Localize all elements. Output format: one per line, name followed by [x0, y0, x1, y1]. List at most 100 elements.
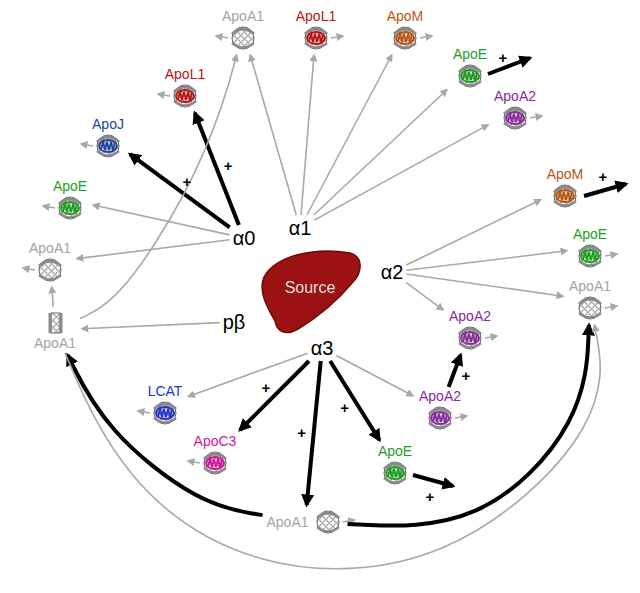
subspecies-name: pβ — [223, 311, 246, 333]
protein-name: ApoA1 — [29, 241, 71, 256]
protein-name: ApoE — [378, 444, 412, 459]
transfer-arrow — [314, 90, 447, 215]
transfer-arrow — [406, 200, 540, 265]
clearance-arrow — [138, 411, 150, 413]
lipoprotein-particle: ApoM — [545, 167, 586, 209]
promotion-sign: + — [183, 174, 192, 189]
clearance-arrow — [23, 268, 35, 270]
transfer-arrow — [307, 361, 321, 505]
lipoprotein-particle: ApoE — [451, 47, 489, 89]
subspecies-name: α2 — [381, 261, 404, 283]
transfer-arrow — [406, 251, 567, 270]
transfer-arrow — [188, 353, 307, 396]
protein-name: ApoM — [387, 9, 424, 24]
clearance-arrow — [43, 206, 55, 208]
particle-icon — [379, 460, 411, 486]
lipoprotein-particle: ApoJ — [90, 117, 126, 159]
promotion-sign: + — [461, 368, 470, 383]
transfer-arrow — [52, 287, 53, 307]
protein-name: ApoA1 — [569, 279, 611, 294]
promotion-sign: + — [499, 50, 508, 65]
particle-icon — [312, 509, 344, 535]
particle-icon — [169, 83, 201, 109]
particle-icon — [389, 25, 421, 51]
particle-icon — [34, 257, 66, 283]
protein-name: ApoA2 — [449, 309, 491, 324]
particle-icon — [454, 63, 486, 89]
clearance-arrow — [420, 36, 432, 38]
promoting-arrows — [413, 58, 626, 486]
promotion-sign: + — [297, 424, 306, 439]
subspecies-label: α0 — [232, 227, 257, 249]
protein-name: ApoC3 — [194, 434, 237, 449]
transfer-arrow — [406, 283, 443, 310]
transfer-arrow — [301, 55, 314, 215]
clearance-arrow — [605, 254, 617, 256]
transfer-arrow — [307, 55, 392, 215]
subspecies-label: α1 — [288, 217, 313, 239]
particle-icon — [454, 325, 486, 351]
particle-icon — [92, 133, 124, 159]
protein-name: ApoM — [547, 167, 584, 182]
liver-source: Source — [258, 247, 362, 335]
transfer-arrow — [336, 356, 413, 396]
clearance-arrows — [23, 36, 617, 522]
protein-name: ApoL1 — [165, 67, 205, 82]
transfer-arrow — [65, 325, 600, 569]
particle-icon — [424, 405, 456, 431]
clearance-arrow — [455, 416, 467, 418]
subspecies-name: α3 — [311, 337, 334, 359]
outflow-arrow — [584, 184, 626, 196]
particle-icon — [300, 25, 332, 51]
particle-icon — [39, 310, 71, 336]
protein-name: ApoE — [453, 47, 487, 62]
protein-name: ApoA1 — [34, 336, 76, 351]
protein-name: ApoA2 — [494, 89, 536, 104]
lipoprotein-particle: ApoA1 — [220, 9, 266, 51]
particle-icon — [574, 295, 606, 321]
promotion-sign: + — [224, 157, 233, 172]
outflow-arrow — [488, 58, 530, 74]
transfer-arrow — [67, 355, 262, 515]
transfer-arrow — [250, 55, 296, 215]
protein-name: LCAT — [148, 384, 183, 399]
protein-name: ApoA2 — [419, 389, 461, 404]
protein-name: ApoJ — [92, 117, 124, 132]
particle-icon — [499, 105, 531, 131]
outflow-arrow — [413, 475, 453, 486]
transfer-arrow — [77, 240, 230, 259]
subspecies-label: pβ — [222, 311, 247, 333]
particle-icon — [549, 183, 581, 209]
promotion-sign: + — [262, 380, 271, 395]
subspecies-name: α0 — [233, 227, 256, 249]
lipoprotein-particle: LCAT — [146, 384, 185, 426]
subspecies-label: α2 — [380, 261, 405, 283]
transfer-arrow — [330, 361, 379, 440]
clearance-arrow — [485, 336, 497, 338]
particle-icon — [227, 25, 259, 51]
source-label: Source — [285, 280, 336, 295]
clearance-arrow — [331, 36, 343, 38]
clearance-arrow — [530, 116, 542, 118]
transfer-arrow — [240, 361, 309, 430]
lipoprotein-particle: ApoM — [385, 9, 426, 51]
protein-name: ApoE — [573, 227, 607, 242]
promotion-sign: + — [426, 489, 435, 504]
lipoprotein-particle: ApoA1 — [567, 279, 613, 321]
lipoprotein-particle: ApoC3 — [192, 434, 239, 476]
protein-name: ApoA1 — [222, 9, 264, 24]
lipoprotein-particle: ApoA2 — [447, 309, 493, 351]
clearance-arrow — [188, 461, 200, 463]
transfer-arrow — [82, 323, 220, 329]
transfer-arrow — [314, 125, 488, 220]
clearance-arrow — [216, 36, 228, 38]
lipoprotein-particle: ApoL1 — [294, 9, 338, 51]
lipoprotein-particle: ApoE — [571, 227, 609, 269]
particle-icon — [199, 450, 231, 476]
lipoprotein-particle: ApoE — [376, 444, 414, 486]
protein-name: ApoE — [53, 179, 87, 194]
transfer-arrow — [93, 205, 230, 235]
particle-icon — [54, 195, 86, 221]
protein-name: ApoL1 — [296, 9, 336, 24]
particle-icon — [574, 243, 606, 269]
